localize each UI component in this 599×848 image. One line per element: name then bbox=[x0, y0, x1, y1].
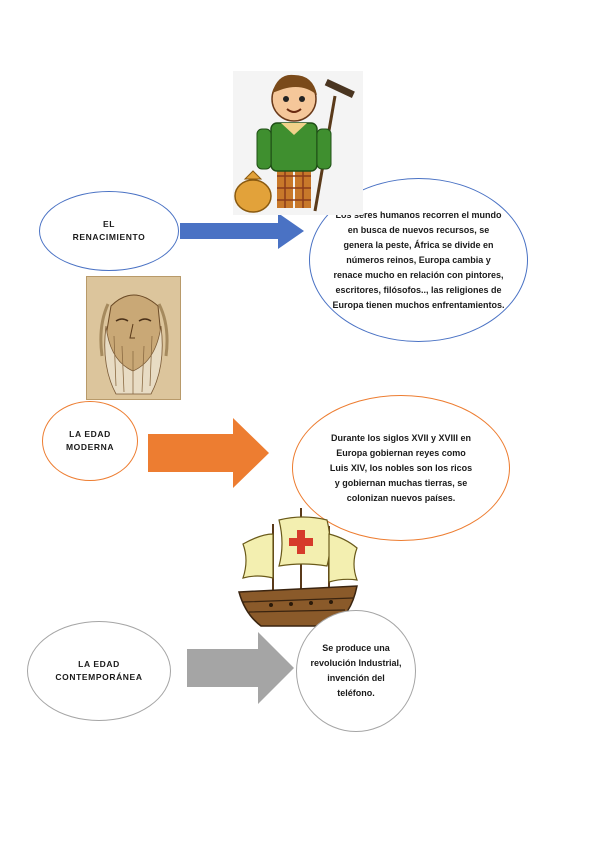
farmer-illustration bbox=[233, 71, 363, 215]
contemporanea-description-ellipse: Se produce una revolución Industrial, in… bbox=[296, 610, 416, 732]
contemporanea-description: Se produce una revolución Industrial, in… bbox=[310, 643, 402, 698]
renacimiento-arrow bbox=[180, 213, 304, 249]
renacimiento-label: EL RENACIMIENTO bbox=[72, 219, 146, 242]
renacimiento-description: Los seres humanos recorren el mundo en b… bbox=[332, 209, 505, 310]
leonardo-portrait bbox=[86, 276, 181, 400]
moderna-arrow bbox=[148, 418, 269, 488]
contemporanea-label: LA EDAD CONTEMPORÁNEA bbox=[55, 659, 143, 682]
renacimiento-label-ellipse: EL RENACIMIENTO bbox=[39, 191, 179, 271]
moderna-label-ellipse: LA EDAD MODERNA bbox=[42, 401, 138, 481]
renacimiento-description-ellipse: Los seres humanos recorren el mundo en b… bbox=[309, 178, 528, 342]
moderna-description: Durante los siglos XVII y XVIII en Europ… bbox=[329, 432, 473, 503]
contemporanea-label-ellipse: LA EDAD CONTEMPORÁNEA bbox=[27, 621, 171, 721]
moderna-label: LA EDAD MODERNA bbox=[65, 429, 115, 452]
contemporanea-arrow bbox=[187, 632, 294, 704]
moderna-description-ellipse: Durante los siglos XVII y XVIII en Europ… bbox=[292, 395, 510, 541]
